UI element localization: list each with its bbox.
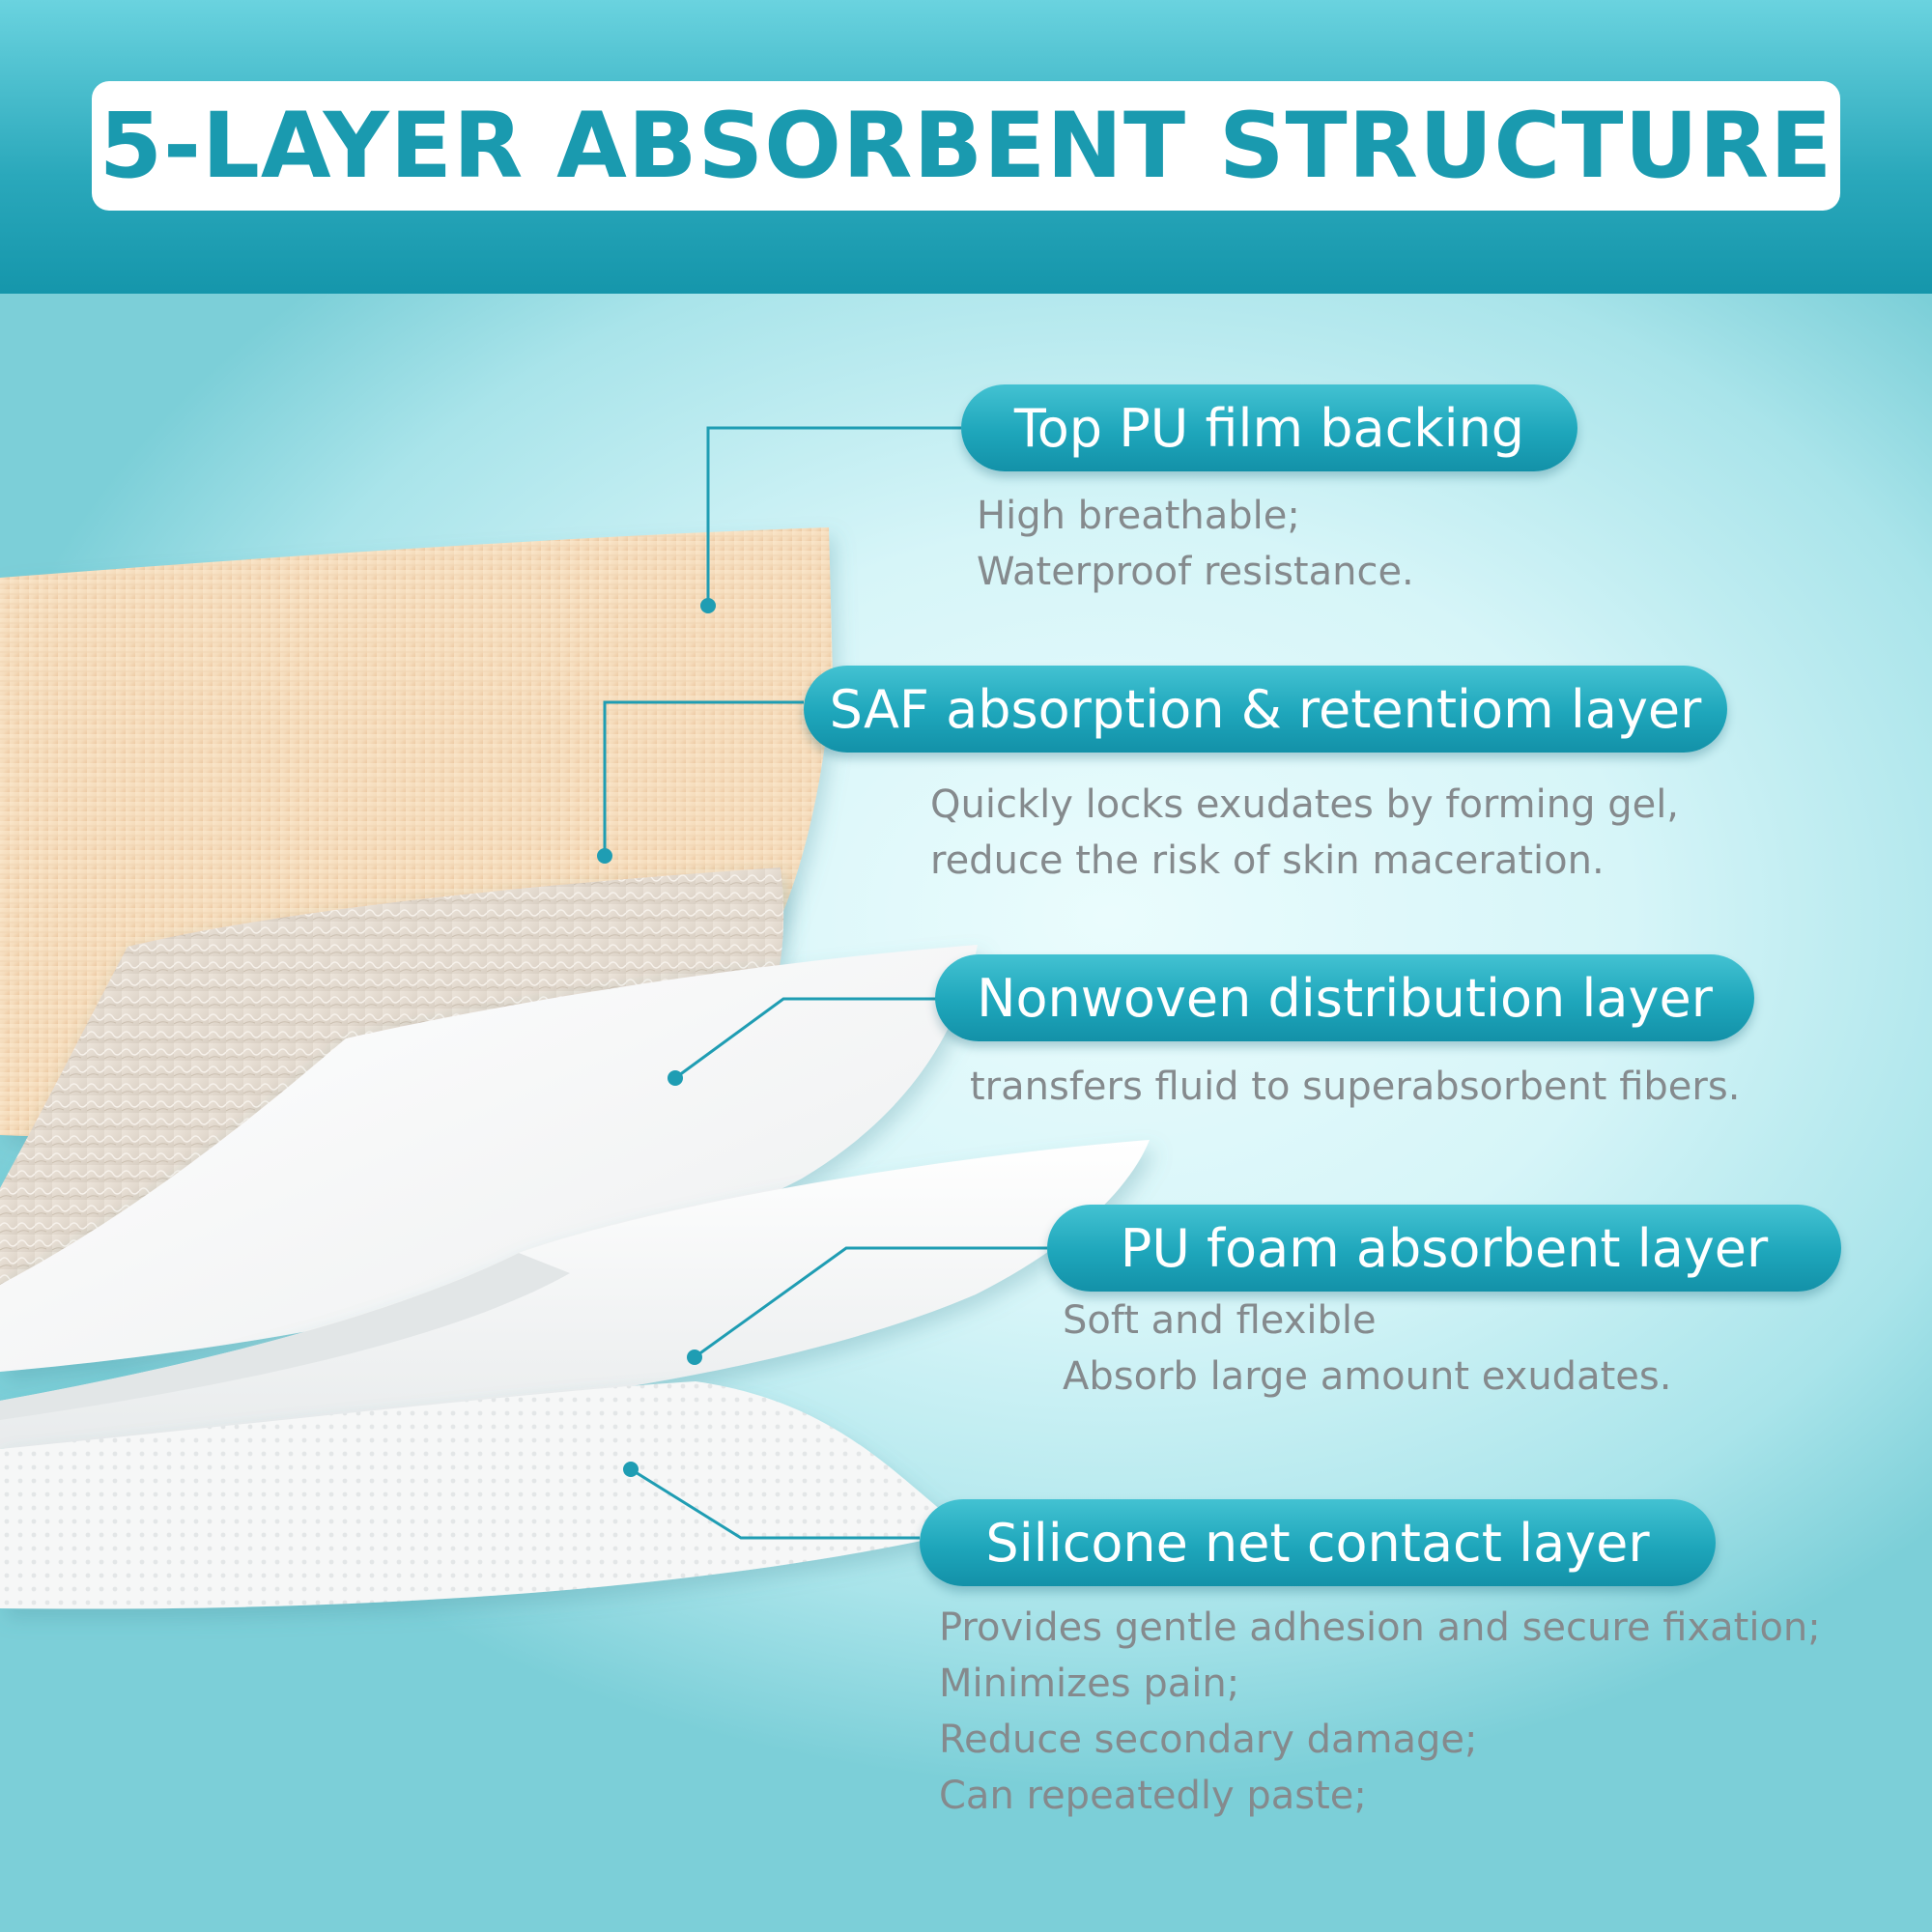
leader-line-saf	[603, 700, 804, 856]
title-box: 5-LAYER ABSORBENT STRUCTURE	[92, 81, 1840, 211]
layer-description-silicone: Provides gentle adhesion and secure fixa…	[939, 1600, 1821, 1824]
description-line: Soft and flexible	[1063, 1298, 1377, 1343]
description-line: High breathable;	[977, 494, 1300, 538]
layer-label-saf: SAF absorption & retentiom layer	[804, 666, 1727, 753]
layer-label-silicone: Silicone net contact layer	[920, 1499, 1716, 1586]
layer-description-foam: Soft and flexible Absorb large amount ex…	[1063, 1293, 1671, 1405]
foam-layer-edge	[0, 1253, 570, 1420]
layer-label-nonwoven: Nonwoven distribution layer	[935, 954, 1754, 1041]
leader-line-silicone	[630, 1467, 920, 1540]
layer-name: SAF absorption & retentiom layer	[829, 678, 1702, 740]
header-band: 5-LAYER ABSORBENT STRUCTURE	[0, 0, 1932, 294]
leader-line-foam	[694, 1246, 1047, 1359]
layer-name: Top PU film backing	[1013, 397, 1525, 459]
description-line: transfers fluid to superabsorbent fibers…	[970, 1065, 1741, 1109]
leader-dot-top-film	[700, 598, 716, 613]
leader-dot-nonwoven	[668, 1070, 683, 1086]
layer-label-foam: PU foam absorbent layer	[1047, 1205, 1841, 1292]
leader-dot-silicone	[623, 1462, 639, 1477]
nonwoven-layer	[0, 945, 978, 1372]
layer-label-top-film: Top PU film backing	[961, 384, 1577, 471]
description-line: reduce the risk of skin maceration.	[930, 838, 1605, 883]
description-line: Can repeatedly paste;	[939, 1774, 1367, 1818]
description-line: Quickly locks exudates by forming gel,	[930, 782, 1680, 827]
description-line: Reduce secondary damage;	[939, 1718, 1478, 1762]
description-line: Absorb large amount exudates.	[1063, 1354, 1672, 1399]
layer-name: PU foam absorbent layer	[1120, 1217, 1769, 1279]
description-line: Waterproof resistance.	[977, 550, 1414, 594]
layer-description-top-film: High breathable; Waterproof resistance.	[977, 488, 1414, 600]
leader-dot-saf	[597, 848, 612, 864]
layer-description-nonwoven: transfers fluid to superabsorbent fibers…	[970, 1059, 1740, 1115]
leader-line-nonwoven	[674, 997, 939, 1080]
foam-layer	[0, 1140, 1150, 1449]
silicone-net-layer	[0, 1381, 966, 1609]
layer-name: Silicone net contact layer	[985, 1512, 1650, 1574]
leader-dot-foam	[687, 1350, 702, 1365]
leader-line-top-film	[706, 426, 961, 606]
layer-name: Nonwoven distribution layer	[977, 967, 1713, 1029]
description-line: Minimizes pain;	[939, 1662, 1240, 1706]
description-line: Provides gentle adhesion and secure fixa…	[939, 1605, 1821, 1650]
layer-description-saf: Quickly locks exudates by forming gel, r…	[930, 777, 1679, 889]
page-title: 5-LAYER ABSORBENT STRUCTURE	[99, 93, 1833, 199]
